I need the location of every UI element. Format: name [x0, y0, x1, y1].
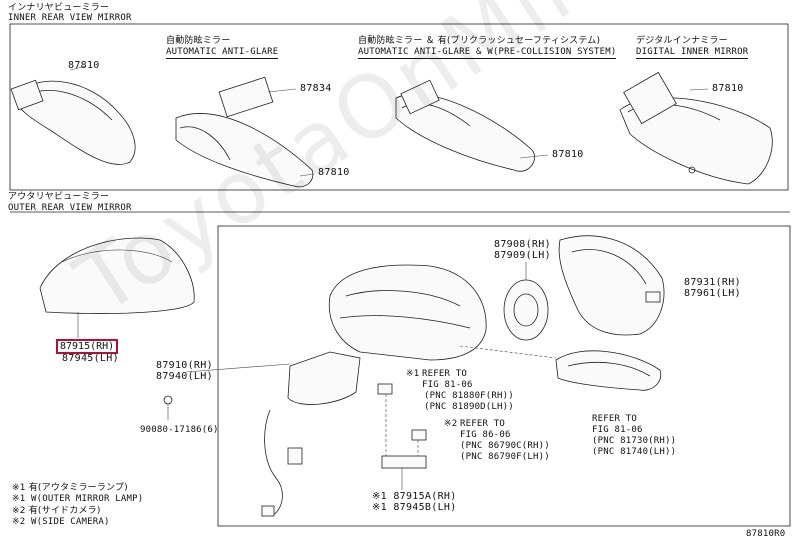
inner-mirror-title-en: INNER REAR VIEW MIRROR: [8, 13, 132, 23]
mirror-motor-drawing: [503, 262, 549, 341]
auto-mirror-label-en: AUTOMATIC ANTI-GLARE: [166, 47, 279, 59]
note2-line1: REFER TO: [460, 419, 505, 429]
lower-cover-part-lh[interactable]: ※1 87945B(LH): [372, 502, 457, 513]
bolt-part[interactable]: 90080-17186(6): [140, 425, 219, 435]
digital-mirror-label-en: DIGITAL INNER MIRROR: [636, 47, 749, 59]
note2-line4: (PNC 86790F(LH)): [460, 452, 550, 462]
cover-part-lh[interactable]: 87945(LH): [62, 353, 119, 364]
note2-line2: FIG 86-06: [460, 430, 511, 440]
pcs-mirror-part[interactable]: 87810: [552, 149, 584, 160]
pcs-mirror-label-jp: 自動防眩ミラー ＆ 有(プリクラッシュセーフティシステム): [358, 36, 601, 46]
outer-mirror-title-en: OUTER REAR VIEW MIRROR: [8, 203, 132, 213]
figure-code: 87810R0: [746, 529, 786, 539]
mirror-assembly-drawing: [261, 264, 487, 517]
outer-mirror-title-jp: アウタリヤビューミラー: [8, 192, 110, 202]
mirror-lamp-part-drawing: [377, 383, 393, 395]
cover-part-rh-highlight[interactable]: 87915(RH): [56, 339, 119, 354]
auto-mirror-part-a[interactable]: 87834: [300, 83, 332, 94]
legend-line-2: ※1 W(OUTER MIRROR LAMP): [12, 494, 144, 504]
detail-box: [217, 225, 791, 527]
glass-part-lh[interactable]: 87961(LH): [684, 288, 741, 299]
lamp-ref-line4: (PNC 81740(LH)): [592, 447, 677, 457]
lower-cover-part-rh[interactable]: ※1 87915A(RH): [372, 491, 457, 502]
legend-line-3: ※2 有(サイドカメラ): [12, 506, 101, 516]
lamp-ref-line2: FIG 81-06: [592, 425, 643, 435]
note2-mark: ※2: [444, 419, 458, 429]
inner-mirror-frame: [9, 23, 789, 191]
lower-cover-part-drawing: [381, 455, 427, 469]
pcs-mirror-label-en: AUTOMATIC ANTI-GLARE & W(PRE-COLLISION S…: [358, 47, 617, 59]
side-lamp-drawing: [555, 350, 662, 391]
glass-part-rh[interactable]: 87931(RH): [684, 277, 741, 288]
auto-mirror-part-b[interactable]: 87810: [318, 167, 350, 178]
note1-line4: (PNC 81890D(LH)): [424, 402, 514, 412]
side-camera-part-drawing: [411, 429, 427, 441]
assy-part-lh[interactable]: 87940(LH): [156, 371, 213, 382]
motor-part-rh[interactable]: 87908(RH): [494, 239, 551, 250]
inner-mirror-auto-drawing: [175, 76, 315, 188]
inner-mirror-title-jp: インナリヤビューミラー: [8, 3, 110, 13]
inner-mirror-pcs-drawing: [395, 79, 549, 172]
mirror-glass-drawing: [558, 235, 665, 336]
lamp-ref-line1: REFER TO: [592, 414, 637, 424]
note1-line2: FIG 81-06: [422, 380, 473, 390]
note1-line3: (PNC 81880F(RH)): [424, 391, 514, 401]
inner-mirror-basic-drawing: [10, 65, 136, 165]
digital-mirror-part[interactable]: 87810: [712, 83, 744, 94]
legend-line-1: ※1 有(アウタミラーランプ): [12, 483, 128, 493]
bolt-drawing: [163, 395, 173, 405]
motor-part-lh[interactable]: 87909(LH): [494, 250, 551, 261]
digital-mirror-label-jp: デジタルインナミラー: [636, 36, 728, 46]
inner-mirror-basic-part[interactable]: 87810: [68, 60, 100, 71]
mirror-cover-drawing: [39, 237, 195, 338]
inner-mirror-digital-drawing: [619, 71, 773, 185]
note1-mark: ※1: [406, 369, 420, 379]
assy-part-rh[interactable]: 87910(RH): [156, 360, 213, 371]
note1-line1: REFER TO: [422, 369, 467, 379]
legend-line-4: ※2 W(SIDE CAMERA): [12, 517, 110, 527]
lamp-ref-line3: (PNC 81730(RH)): [592, 436, 677, 446]
auto-mirror-label-jp: 自動防眩ミラー: [166, 36, 231, 46]
note2-line3: (PNC 86790C(RH)): [460, 441, 550, 451]
